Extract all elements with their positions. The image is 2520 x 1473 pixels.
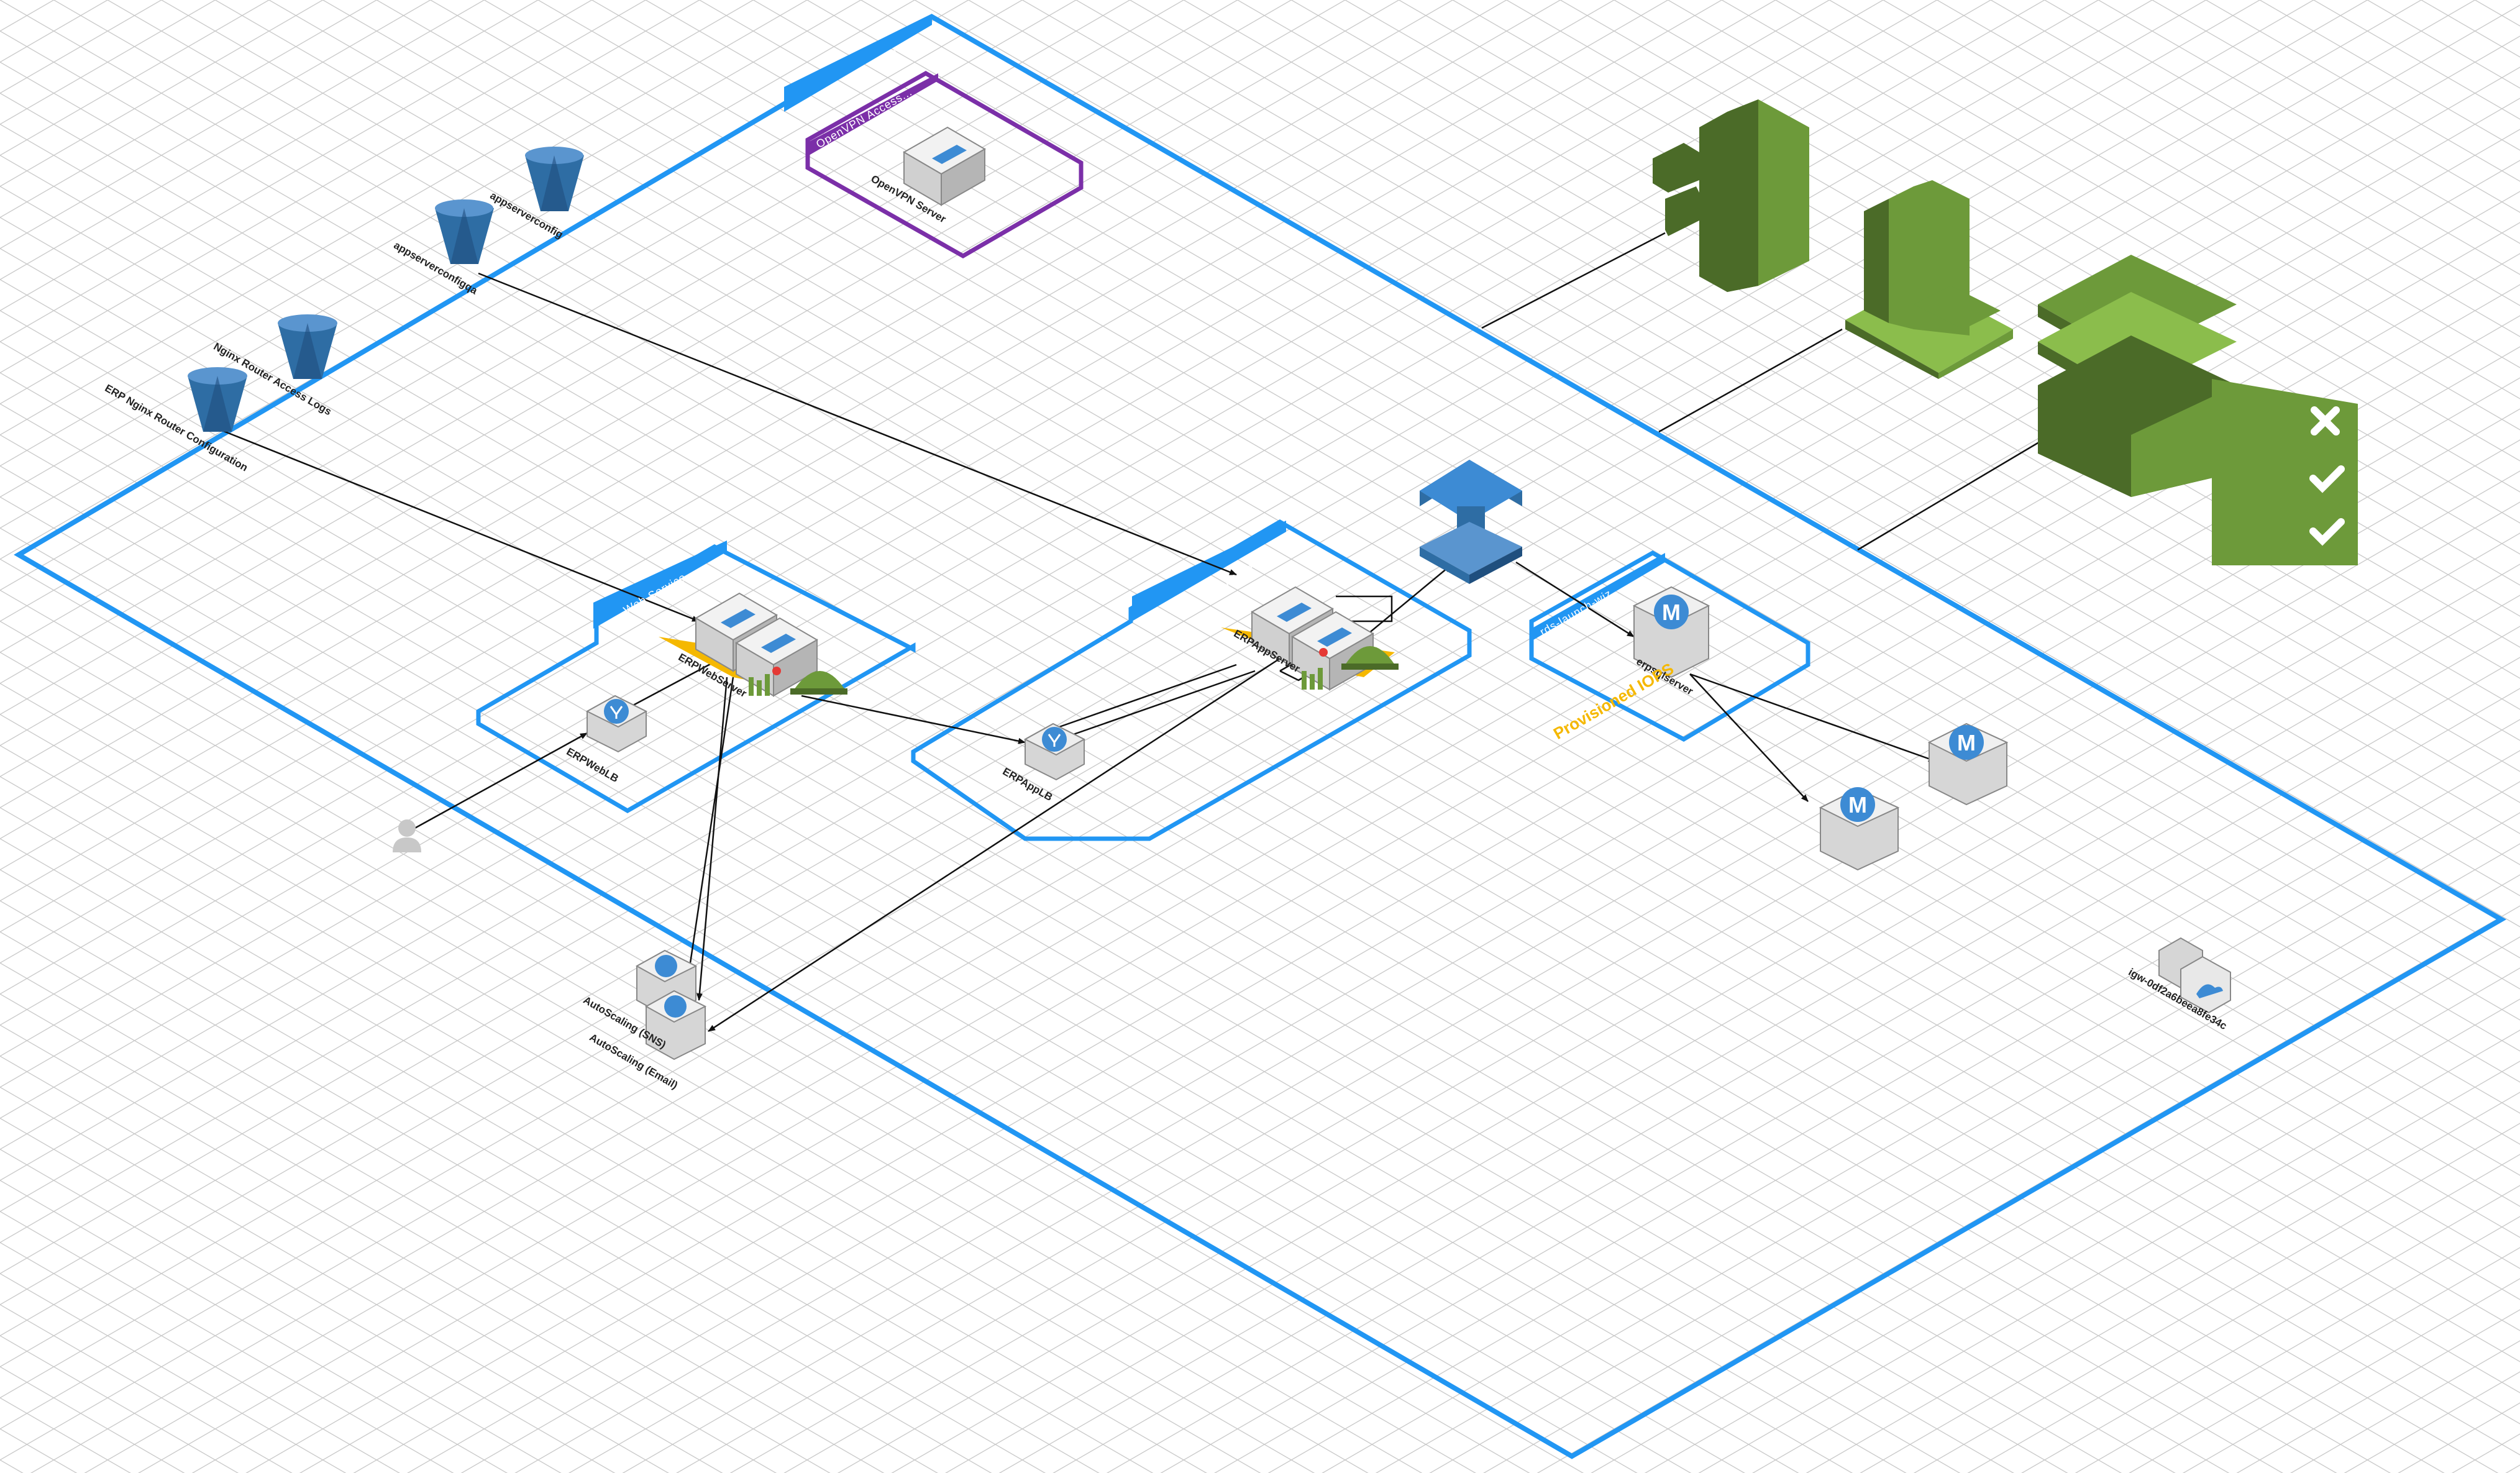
conn-rds-to-replica-1: [1689, 673, 1936, 762]
conn-web-to-asg-sns: [684, 677, 734, 988]
rds-group-tab[interactable]: [1533, 553, 1665, 640]
app-service-tab[interactable]: [1132, 521, 1286, 621]
user-icon[interactable]: [393, 819, 421, 852]
conn-applb-to-app: [1059, 664, 1237, 728]
conn-sns-to-rds: [1515, 561, 1635, 638]
rds-replica-2[interactable]: M: [1819, 787, 1900, 871]
rds-primary-db[interactable]: M: [1632, 586, 1710, 678]
vpn-group-boundary[interactable]: [805, 70, 1084, 259]
conn-web-to-applb: [801, 695, 1026, 744]
conn-applb-to-app-2: [1059, 670, 1256, 741]
web-service-tab[interactable]: [593, 540, 727, 629]
conn-user-to-weblb: [406, 732, 588, 834]
web-load-balancer[interactable]: [585, 695, 648, 753]
vpn-group-tab[interactable]: [809, 73, 938, 155]
app-load-balancer[interactable]: [1023, 723, 1086, 781]
s3-bucket-appserverconfigqa[interactable]: [435, 199, 494, 264]
cloudwatch-icon[interactable]: [1653, 99, 1809, 292]
rds-replica-1[interactable]: M: [1927, 723, 2009, 806]
vpc-tab[interactable]: [784, 14, 932, 112]
conn-app-to-sns: [1360, 565, 1451, 641]
conn-vpc-to-cloudformation: [1658, 328, 1843, 433]
vpc-boundary[interactable]: [14, 14, 2507, 1459]
s3-bucket-appserverconfig[interactable]: [525, 147, 584, 211]
rds-group-boundary[interactable]: [1529, 550, 1810, 742]
conn-nginx-config-to-web: [217, 427, 700, 622]
web-server-instances[interactable]: [659, 592, 847, 697]
conn-vpc-to-trusted-advisor: [1857, 440, 2042, 551]
cloudformation-icon[interactable]: [1845, 180, 2013, 379]
conn-app-to-asg-email: [708, 657, 1281, 1033]
connections: [217, 232, 2042, 1033]
autoscaling-group-email[interactable]: [644, 990, 707, 1060]
svg-text:M: M: [1662, 600, 1681, 625]
internet-gateway-icon[interactable]: [2158, 937, 2231, 1014]
conn-rds-to-replica-2: [1689, 673, 1809, 802]
conn-web-to-asg-email: [696, 677, 728, 1001]
svg-text:M: M: [1957, 730, 1976, 755]
trusted-advisor-icon[interactable]: [2038, 255, 2358, 565]
svg-text:M: M: [1848, 792, 1867, 818]
conn-vpc-to-cloudwatch: [1481, 232, 1666, 329]
openvpn-server-instance[interactable]: [903, 126, 986, 206]
app-service-group-boundary[interactable]: [911, 519, 1472, 841]
sns-topic[interactable]: [1420, 460, 1522, 584]
conn-app-loop-2: [1336, 595, 1393, 622]
conn-appconfig-to-app: [478, 272, 1237, 576]
conn-weblb-to-web: [627, 657, 721, 709]
app-server-instances[interactable]: [1221, 586, 1399, 691]
s3-bucket-nginx-router-config[interactable]: [188, 367, 247, 432]
s3-bucket-nginx-access-logs[interactable]: [278, 314, 337, 379]
